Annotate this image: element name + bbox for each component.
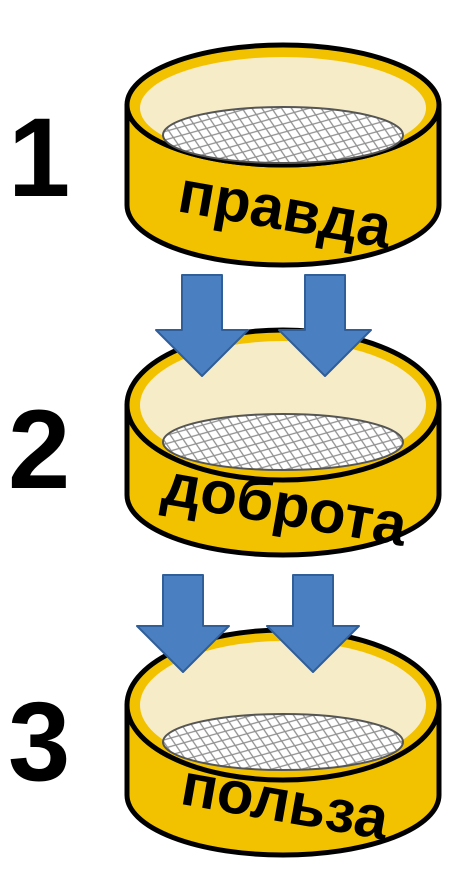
sieve-2-mesh [162,413,404,471]
step-number-3: 3 [8,679,70,804]
sieve-3: польза [124,627,442,858]
down-arrow-icon [155,274,249,377]
sieve-2: доброта [124,327,442,559]
arrows-1-to-2 [155,274,372,377]
down-arrow-icon [278,274,372,377]
arrows-2-to-3 [136,574,360,673]
down-arrow-icon [266,574,360,673]
sieve-1-mesh [162,106,404,164]
step-number-2: 2 [8,387,70,512]
sieve-3-mesh [162,713,404,771]
sieve-1: правда [124,42,442,268]
down-arrow-icon [136,574,230,673]
step-number-1: 1 [8,95,70,220]
